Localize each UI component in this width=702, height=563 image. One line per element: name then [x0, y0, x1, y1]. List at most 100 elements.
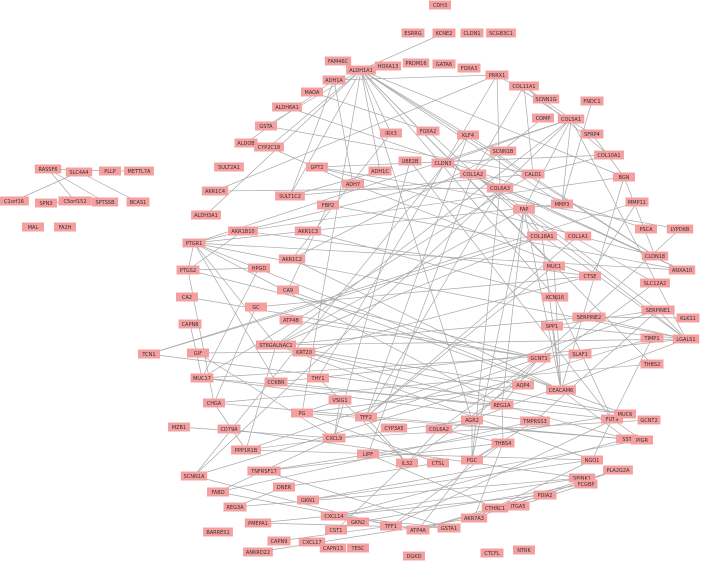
gene-node[interactable]: TIMP1 — [640, 333, 664, 343]
gene-node[interactable]: FBP2 — [317, 200, 339, 210]
gene-node-box[interactable] — [99, 166, 121, 176]
gene-node-box[interactable] — [480, 548, 504, 558]
gene-node[interactable]: CAPN9 — [267, 536, 291, 546]
gene-node[interactable]: FAM46C — [324, 56, 352, 66]
gene-node[interactable]: SERPINE1 — [641, 305, 675, 315]
gene-node-box[interactable] — [380, 423, 408, 433]
gene-node[interactable]: ANKRD22 — [243, 547, 273, 557]
gene-node[interactable]: GCNT2 — [637, 415, 661, 425]
gene-node[interactable]: PLA2G2A — [603, 465, 633, 475]
gene-node[interactable]: THBS2 — [640, 359, 664, 369]
gene-node-box[interactable] — [572, 312, 606, 322]
gene-node-box[interactable] — [244, 518, 272, 528]
gene-node-box[interactable] — [551, 199, 573, 209]
gene-node[interactable]: CYP3A5 — [380, 423, 408, 433]
gene-node-box[interactable] — [126, 197, 150, 207]
gene-node-box[interactable] — [672, 334, 700, 344]
gene-node-box[interactable] — [168, 422, 190, 432]
gene-node-box[interactable] — [91, 197, 119, 207]
gene-node[interactable]: MUC17 — [190, 373, 214, 383]
gene-node-box[interactable] — [320, 511, 348, 521]
gene-node[interactable]: ADH7 — [342, 179, 364, 189]
gene-node-box[interactable] — [178, 319, 202, 329]
gene-node-box[interactable] — [491, 438, 515, 448]
gene-node-box[interactable] — [324, 56, 352, 66]
gene-node[interactable]: COL6A3 — [486, 183, 514, 193]
gene-node-box[interactable] — [564, 231, 592, 241]
gene-node-box[interactable] — [406, 525, 430, 535]
gene-node[interactable]: IRX3 — [380, 128, 402, 138]
gene-node-box[interactable] — [485, 70, 509, 80]
gene-node[interactable]: TFF2 — [355, 412, 377, 422]
gene-node[interactable]: PRRX1 — [485, 70, 509, 80]
gene-node-box[interactable] — [58, 196, 92, 206]
gene-node-box[interactable] — [201, 186, 229, 196]
gene-node-box[interactable] — [640, 359, 664, 369]
gene-node[interactable]: SERPINE2 — [572, 312, 606, 322]
gene-node-box[interactable] — [294, 226, 322, 236]
gene-node[interactable]: TMPRSS3 — [520, 416, 550, 426]
gene-node[interactable]: SLC12A2 — [640, 278, 670, 288]
gene-node-box[interactable] — [533, 490, 557, 500]
gene-node[interactable]: SFRP4 — [580, 129, 604, 139]
gene-node-box[interactable] — [328, 395, 352, 405]
gene-node[interactable]: CA9 — [277, 285, 299, 295]
gene-node-box[interactable] — [255, 121, 277, 131]
gene-node[interactable]: AKR1C3 — [294, 226, 322, 236]
gene-node[interactable]: BCAS1 — [126, 197, 150, 207]
gene-node[interactable]: CXCL17 — [298, 537, 326, 547]
gene-node[interactable]: KCNJ16 — [541, 292, 569, 302]
gene-node-box[interactable] — [254, 142, 284, 152]
gene-node[interactable]: FA2H — [54, 222, 76, 232]
gene-node-box[interactable] — [614, 409, 636, 419]
gene-node-box[interactable] — [317, 200, 339, 210]
gene-node-box[interactable] — [579, 271, 601, 281]
gene-node[interactable]: CTSL — [427, 458, 449, 468]
gene-node-box[interactable] — [306, 162, 328, 172]
gene-node[interactable]: FNDC1 — [580, 96, 604, 106]
gene-node[interactable]: LGALS1 — [672, 334, 700, 344]
gene-node[interactable]: CALD1 — [521, 169, 545, 179]
gene-node-box[interactable] — [568, 473, 596, 483]
gene-node-box[interactable] — [272, 102, 302, 112]
gene-node-box[interactable] — [307, 373, 329, 383]
gene-node[interactable]: ST6GALNAC1 — [256, 340, 296, 350]
gene-node[interactable]: CHGA — [203, 398, 225, 408]
gene-node[interactable]: PPP1R1B — [231, 445, 261, 455]
gene-node[interactable]: TCN1 — [138, 349, 160, 359]
gene-node-box[interactable] — [513, 204, 535, 214]
gene-node[interactable]: MMP3 — [551, 199, 573, 209]
gene-node[interactable]: AKR7A3 — [460, 513, 488, 523]
gene-node-box[interactable] — [429, 0, 451, 10]
gene-node-box[interactable] — [513, 545, 535, 555]
gene-node-box[interactable] — [124, 166, 154, 176]
gene-node[interactable]: CXCL14 — [320, 511, 348, 521]
gene-node[interactable]: KCNE2 — [432, 28, 456, 38]
gene-node-box[interactable] — [568, 349, 592, 359]
gene-node[interactable]: CLDN1 — [460, 28, 484, 38]
gene-node-box[interactable] — [490, 400, 514, 410]
gene-node-box[interactable] — [380, 521, 402, 531]
gene-node[interactable]: SCGB3C1 — [486, 28, 516, 38]
gene-node[interactable]: ITGA5 — [506, 501, 530, 511]
gene-node-box[interactable] — [248, 263, 270, 273]
gene-node-box[interactable] — [35, 198, 57, 208]
gene-node-box[interactable] — [398, 156, 422, 166]
gene-node-box[interactable] — [486, 28, 516, 38]
gene-node-box[interactable] — [291, 408, 313, 418]
gene-node[interactable]: BARRES1 — [203, 527, 233, 537]
gene-node[interactable]: SLC4A4 — [65, 167, 93, 177]
gene-node[interactable]: GC — [245, 302, 267, 312]
gene-node-box[interactable] — [437, 523, 461, 533]
gene-node-box[interactable] — [543, 261, 565, 271]
gene-node[interactable]: COMP — [532, 113, 554, 123]
gene-node[interactable]: ANXA10 — [668, 265, 696, 275]
gene-node[interactable]: AKR1C2 — [278, 254, 306, 264]
gene-node-box[interactable] — [546, 385, 576, 395]
gene-node-box[interactable] — [580, 129, 604, 139]
gene-node[interactable]: CEACAM6 — [546, 385, 576, 395]
gene-node[interactable]: CCKBR — [264, 377, 288, 387]
gene-node-box[interactable] — [601, 414, 623, 424]
gene-node-box[interactable] — [355, 412, 377, 422]
gene-node[interactable]: ALDH1A1 — [346, 65, 376, 75]
